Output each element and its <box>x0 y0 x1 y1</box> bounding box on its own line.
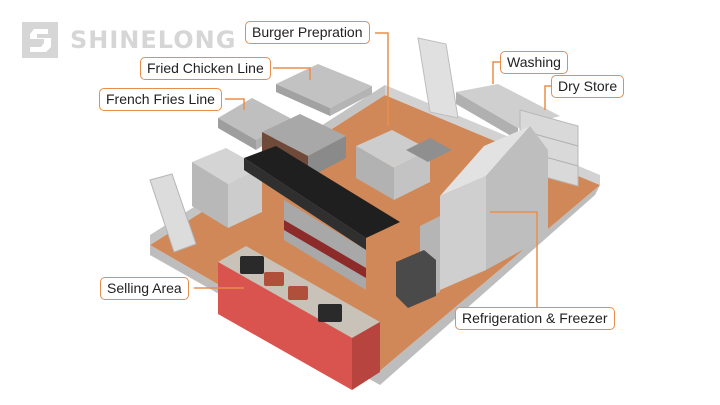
leader-washing <box>492 61 503 84</box>
pos-terminal <box>318 304 342 322</box>
leader-refrigeration <box>490 211 538 307</box>
label-burger-preparation: Burger Prepration <box>245 21 370 44</box>
cooking-line <box>262 114 346 156</box>
freezer-front <box>440 176 486 290</box>
pass-counter <box>244 146 400 238</box>
label-fried-chicken-line: Fried Chicken Line <box>140 57 271 80</box>
chicken-hood <box>276 64 372 108</box>
leader-dry-store <box>544 85 551 110</box>
small-oven <box>396 250 436 308</box>
label-selling-area: Selling Area <box>100 277 189 300</box>
label-french-fries-line: French Fries Line <box>99 88 222 111</box>
pos-terminal <box>240 256 264 274</box>
left-steel-unit <box>192 148 262 184</box>
side-door <box>149 173 197 253</box>
freezer-main <box>486 126 548 270</box>
brand-name: SHINELONG <box>70 26 237 54</box>
burger-island <box>356 130 430 168</box>
leader-french-fries <box>225 98 245 110</box>
label-washing: Washing <box>500 51 568 74</box>
brand-logo: SHINELONG <box>22 22 236 58</box>
shinelong-logo-icon <box>22 22 58 58</box>
selling-counter-front <box>218 262 352 390</box>
label-dry-store: Dry Store <box>551 75 625 98</box>
back-door <box>417 37 459 119</box>
leader-fried-chicken <box>273 67 311 80</box>
label-refrigeration-freezer: Refrigeration & Freezer <box>455 307 615 330</box>
leader-burger <box>375 32 389 126</box>
